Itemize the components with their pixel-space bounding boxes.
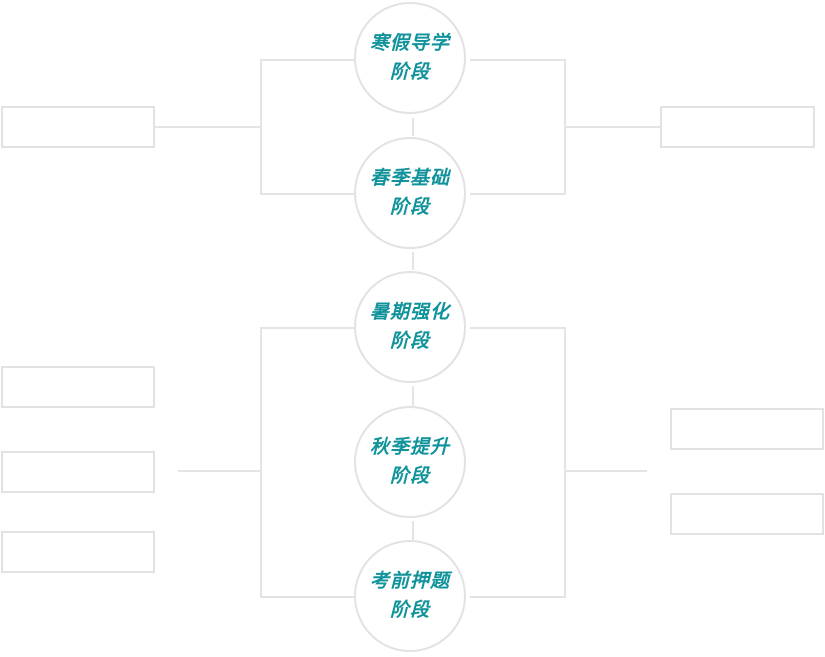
stage-circle-spring: 春季基础 阶段: [354, 137, 466, 249]
bottom-left-box-2: [1, 451, 155, 493]
stage-circle-final: 考前押题 阶段: [354, 540, 466, 652]
bottom-right-box-2: [670, 493, 824, 535]
stage-subtitle: 阶段: [389, 196, 430, 218]
top-left-bracket: [260, 59, 355, 195]
stage-title: 秋季提升: [369, 436, 450, 458]
stage-circle-autumn: 秋季提升 阶段: [354, 406, 466, 518]
stage-subtitle: 阶段: [389, 61, 430, 83]
bottom-right-box-1: [670, 408, 824, 450]
stage-title: 暑期强化: [369, 301, 450, 323]
top-right-box: [660, 106, 815, 148]
stage-title: 春季基础: [369, 167, 450, 189]
stage-circle-winter: 寒假导学 阶段: [354, 2, 466, 114]
bottom-left-box-3: [1, 531, 155, 573]
stage-circle-summer: 暑期强化 阶段: [354, 271, 466, 383]
bottom-left-bracket: [260, 327, 355, 598]
top-left-box: [1, 106, 155, 148]
stage-subtitle: 阶段: [389, 599, 430, 621]
bottom-right-bracket: [470, 327, 566, 598]
bottom-left-box-1: [1, 366, 155, 408]
stage-title: 考前押题: [369, 570, 450, 592]
stage-title: 寒假导学: [369, 32, 450, 54]
stage-subtitle: 阶段: [389, 330, 430, 352]
stage-subtitle: 阶段: [389, 465, 430, 487]
top-right-bracket: [470, 59, 566, 195]
